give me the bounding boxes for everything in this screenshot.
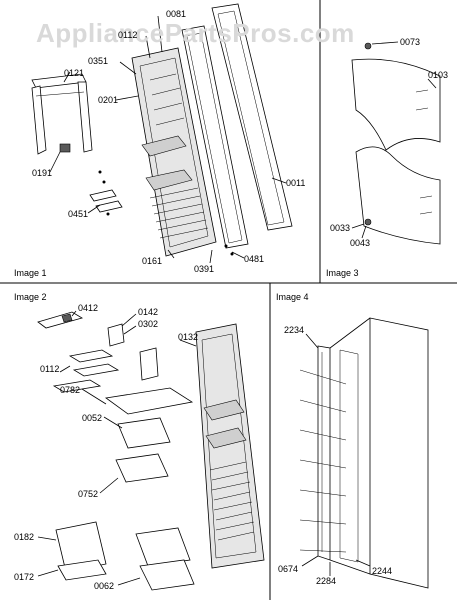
- part-label-0121: 0121: [64, 68, 84, 78]
- image1-drawing: [31, 3, 293, 264]
- image2-drawing: [37, 310, 265, 591]
- image4-title: Image 4: [276, 292, 309, 302]
- part-label-0081: 0081: [166, 9, 186, 19]
- part-label-0033: 0033: [330, 223, 350, 233]
- part-label-0451: 0451: [68, 209, 88, 219]
- part-label-0302: 0302: [138, 319, 158, 329]
- image1-labels: 0081 0112 0351 0121 0201 0191 0451 0011 …: [32, 9, 305, 274]
- image4-labels: 2234 0674 2284 2244: [278, 325, 392, 586]
- part-label-0132: 0132: [178, 332, 198, 342]
- part-label-0351: 0351: [88, 56, 108, 66]
- part-label-2284: 2284: [316, 576, 336, 586]
- image2-labels: 0412 0142 0302 0132 0112 0782 0052 0752 …: [14, 303, 198, 591]
- part-label-0674: 0674: [278, 564, 298, 574]
- part-label-0062: 0062: [94, 581, 114, 591]
- part-label-2234: 2234: [284, 325, 304, 335]
- image3-drawing: [351, 41, 441, 245]
- part-label-0412: 0412: [78, 303, 98, 313]
- part-label-0182: 0182: [14, 532, 34, 542]
- part-label-0112: 0112: [118, 30, 137, 40]
- image3-title: Image 3: [326, 268, 359, 278]
- part-label-0481: 0481: [244, 254, 264, 264]
- part-label-0103: 0103: [428, 70, 448, 80]
- image4-drawing: [299, 317, 429, 589]
- part-label-0011: 0011: [286, 178, 305, 188]
- part-label-0142: 0142: [138, 307, 158, 317]
- part-label-0391: 0391: [194, 264, 214, 274]
- part-label-0752: 0752: [78, 489, 98, 499]
- part-label-0191: 0191: [32, 168, 52, 178]
- image2-title: Image 2: [14, 292, 47, 302]
- image3-labels: 0073 0103 0033 0043: [330, 37, 448, 248]
- watermark: AppliancePartsPros.com: [36, 18, 355, 48]
- part-label-0073: 0073: [400, 37, 420, 47]
- part-label-0172: 0172: [14, 572, 34, 582]
- part-label-0052: 0052: [82, 413, 102, 423]
- part-label-0782: 0782: [60, 385, 80, 395]
- part-label-2244: 2244: [372, 566, 392, 576]
- part-label-0043: 0043: [350, 238, 370, 248]
- part-label-0112: 0112: [40, 364, 59, 374]
- image1-title: Image 1: [14, 268, 47, 278]
- part-label-0161: 0161: [142, 256, 162, 266]
- part-label-0201: 0201: [98, 95, 118, 105]
